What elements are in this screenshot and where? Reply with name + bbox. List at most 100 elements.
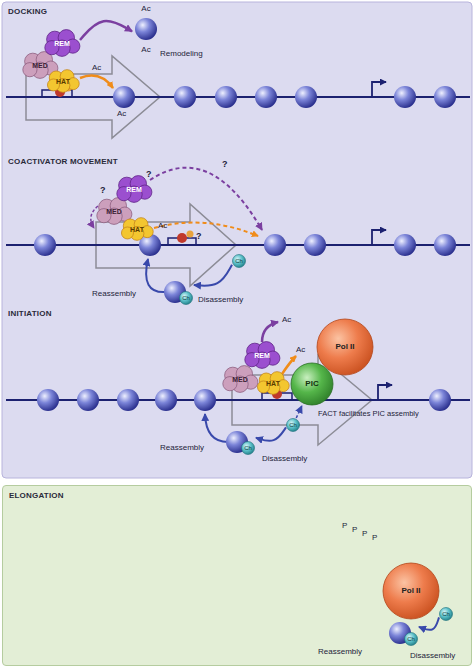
node-label: MED [232, 376, 248, 383]
polymerase-body [317, 319, 373, 375]
node-label: MED [106, 208, 122, 215]
stage-panel: ELONGATIONPol IIChCh [2, 485, 472, 666]
nucleosome [77, 389, 99, 411]
acetylated-nucleosome: AcAc [132, 4, 160, 54]
annotation: Ac [92, 64, 101, 72]
node-label: MED [32, 62, 48, 69]
coactivator-complex: HAT [46, 70, 80, 92]
nucleosome [295, 86, 317, 108]
chaperone: Ch [286, 418, 300, 432]
connector-label: Disassembly [410, 652, 455, 660]
connector-label: Disassembly [198, 296, 243, 304]
chaperone-body [287, 419, 300, 432]
panel-heading: COACTIVATOR MOVEMENT [8, 158, 118, 166]
connector-arrow [194, 265, 232, 286]
annotation: Reassembly [160, 444, 204, 452]
start-site-arrow [378, 385, 392, 400]
nucleosome [34, 234, 56, 256]
node-label: REM [54, 40, 70, 47]
nucleosome [174, 86, 196, 108]
stage-panel: COACTIVATOR MOVEMENTMEDREMHATChCh [2, 152, 472, 304]
preinitiation-complex-body [291, 363, 333, 405]
chaperone-histone: Ch [226, 430, 256, 456]
nucleosome [394, 234, 416, 256]
annotation: ? [196, 232, 202, 241]
acetylation-arrow [80, 76, 113, 88]
nucleosome [394, 86, 416, 108]
preinitiation-complex: PIC [290, 362, 334, 406]
stage-panel: DOCKINGMEDREMHATAcAc [2, 2, 472, 152]
node-label: Pol II [335, 343, 354, 351]
annotation: P [352, 526, 357, 534]
movement-arrow [150, 168, 262, 230]
node-label: REM [254, 352, 270, 359]
connector-arrow [256, 427, 286, 440]
node-label: Ch [442, 611, 450, 617]
coactivator-complex: MED [222, 366, 258, 392]
start-site-arrow [372, 230, 386, 245]
polymerase: Pol II [382, 562, 440, 620]
chaperone-body [242, 442, 255, 455]
polymerase-body [383, 563, 439, 619]
panel-background [2, 2, 472, 478]
chaperone-histone: Ch [164, 280, 194, 306]
connector-label: Disassembly [262, 455, 307, 463]
nucleosome [304, 234, 326, 256]
nucleosome [113, 86, 135, 108]
nucleosome [264, 234, 286, 256]
coactivator-complex: HAT [256, 372, 290, 394]
annotation: ? [222, 160, 228, 169]
chaperone-body [180, 292, 193, 305]
nucleosome [429, 389, 451, 411]
nucleosome [215, 86, 237, 108]
panel-heading: INITIATION [8, 310, 52, 318]
node-label: PIC [305, 380, 318, 388]
chaperone-histone: Ch [389, 621, 419, 647]
node-label: Ac [141, 4, 150, 13]
stage-panel: INITIATIONMEDREMHATPol IIPICChCh [2, 304, 472, 480]
node-label: REM [126, 186, 142, 193]
annotation: Reassembly [92, 290, 136, 298]
reassembly-arrow [205, 414, 228, 442]
node-label: HAT [130, 226, 144, 233]
node-label: HAT [56, 78, 70, 85]
annotation: ? [146, 170, 152, 179]
nucleosome [37, 389, 59, 411]
chaperone-body [440, 608, 453, 621]
movement-arrow [154, 223, 258, 236]
node-label: Pol II [401, 587, 420, 595]
nucleosome [155, 389, 177, 411]
nucleosome [135, 18, 157, 40]
panel-heading: DOCKING [8, 8, 47, 16]
annotation: P [372, 534, 377, 542]
panel-heading: ELONGATION [9, 492, 64, 500]
node-label: Ch [180, 294, 193, 302]
activator [187, 231, 194, 238]
annotation: Reassembly [318, 648, 362, 656]
chaperone-body [233, 255, 246, 268]
connector-arrow [80, 21, 132, 40]
chaperone-histone-shape [226, 430, 256, 456]
annotation: P [362, 530, 367, 538]
dna-strand [6, 399, 470, 401]
node-label: Ch [242, 444, 255, 452]
start-site-arrow [372, 82, 386, 97]
annotation: Ac [117, 110, 126, 118]
connector-arrow [419, 617, 439, 630]
nucleosome [117, 389, 139, 411]
connector-label: Remodeling [160, 50, 203, 58]
chaperone-histone-shape [164, 280, 194, 306]
annotation: Ac [158, 222, 167, 230]
coactivator-complex: REM [116, 176, 152, 202]
node-label: Ch [289, 422, 297, 428]
nucleosome [434, 234, 456, 256]
node-label: HAT [266, 380, 280, 387]
connector-arrow [296, 406, 302, 418]
chaperone: Ch [439, 607, 453, 621]
chaperone-body [405, 633, 418, 646]
reassembly-arrow [146, 259, 166, 292]
node-label: Ch [235, 258, 243, 264]
coactivator-complex: HAT [120, 218, 154, 240]
